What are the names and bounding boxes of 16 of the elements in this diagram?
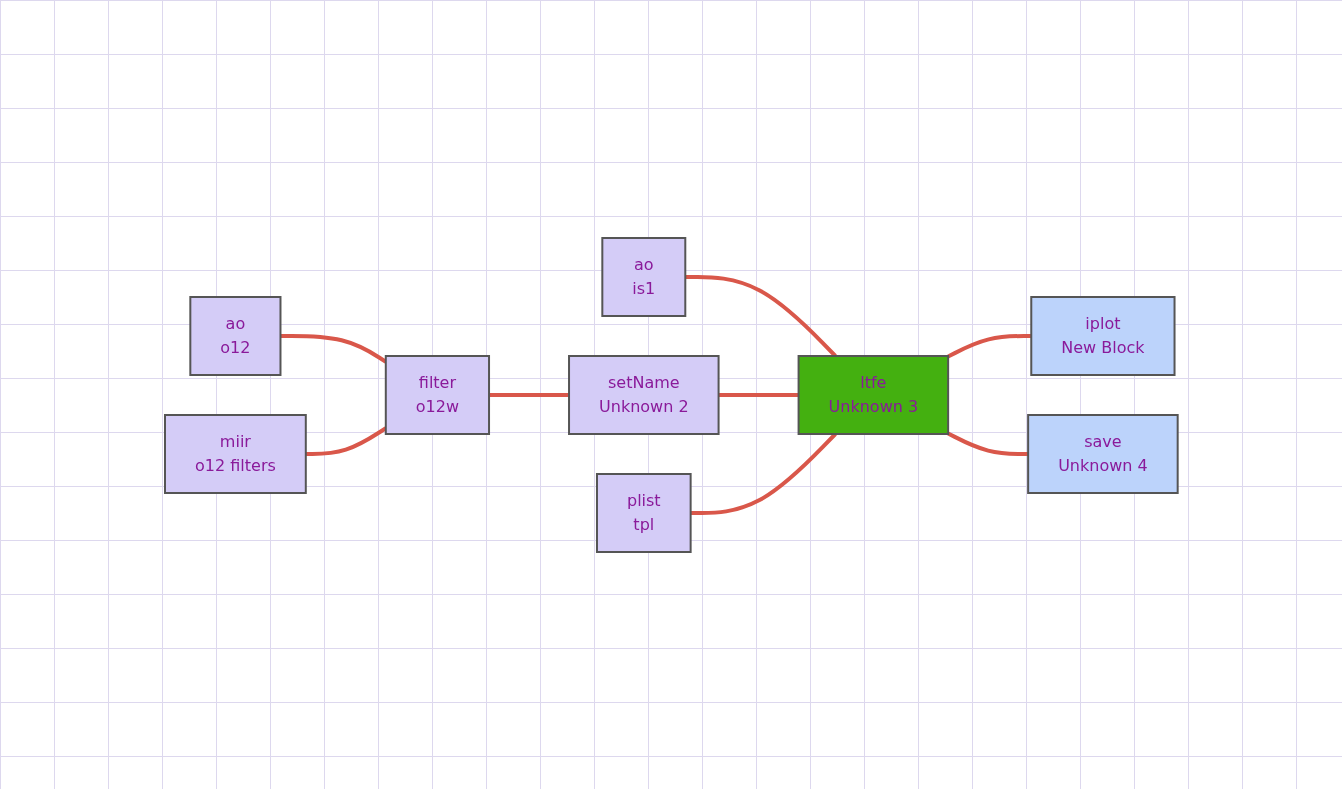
node-box: save Unknown 4 xyxy=(1026,413,1179,494)
node-box: miir o12 filters xyxy=(163,413,307,494)
node-box: plist tpl xyxy=(595,472,692,553)
node-box: iplot New Block xyxy=(1029,295,1176,376)
node-box: ao o12 xyxy=(189,295,282,376)
node-box: ltfe Unknown 3 xyxy=(797,354,949,435)
connector xyxy=(690,432,837,515)
connector xyxy=(946,333,1031,358)
connector xyxy=(946,431,1028,456)
connector xyxy=(488,392,569,397)
node-box: ao is1 xyxy=(601,236,686,317)
node-box: setName Unknown 2 xyxy=(567,354,720,435)
node-box: filter o12w xyxy=(384,354,490,435)
connector xyxy=(684,274,837,357)
connector xyxy=(718,392,799,397)
connector xyxy=(305,426,387,456)
